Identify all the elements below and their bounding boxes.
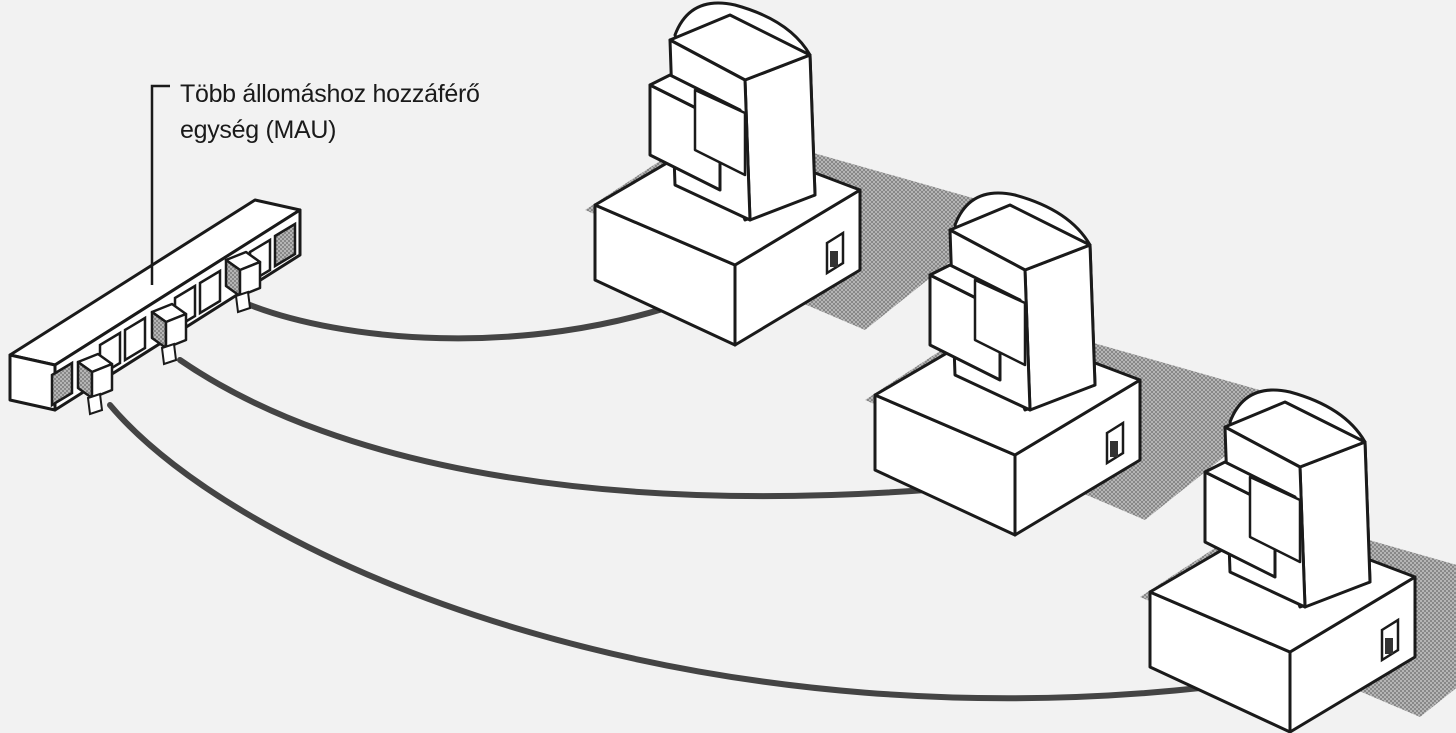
cable-connector-icon-1 [78, 354, 112, 414]
callout-line-1: Több állomáshoz hozzáférő [180, 76, 480, 112]
cable-2 [180, 360, 985, 496]
mau-callout-label: Több állomáshoz hozzáférő egység (MAU) [180, 76, 480, 148]
cable-connector-icon-2 [152, 304, 186, 364]
cable-connector-icon-3 [226, 252, 260, 312]
callout-line-2: egység (MAU) [180, 112, 480, 148]
cable-1 [250, 300, 690, 338]
